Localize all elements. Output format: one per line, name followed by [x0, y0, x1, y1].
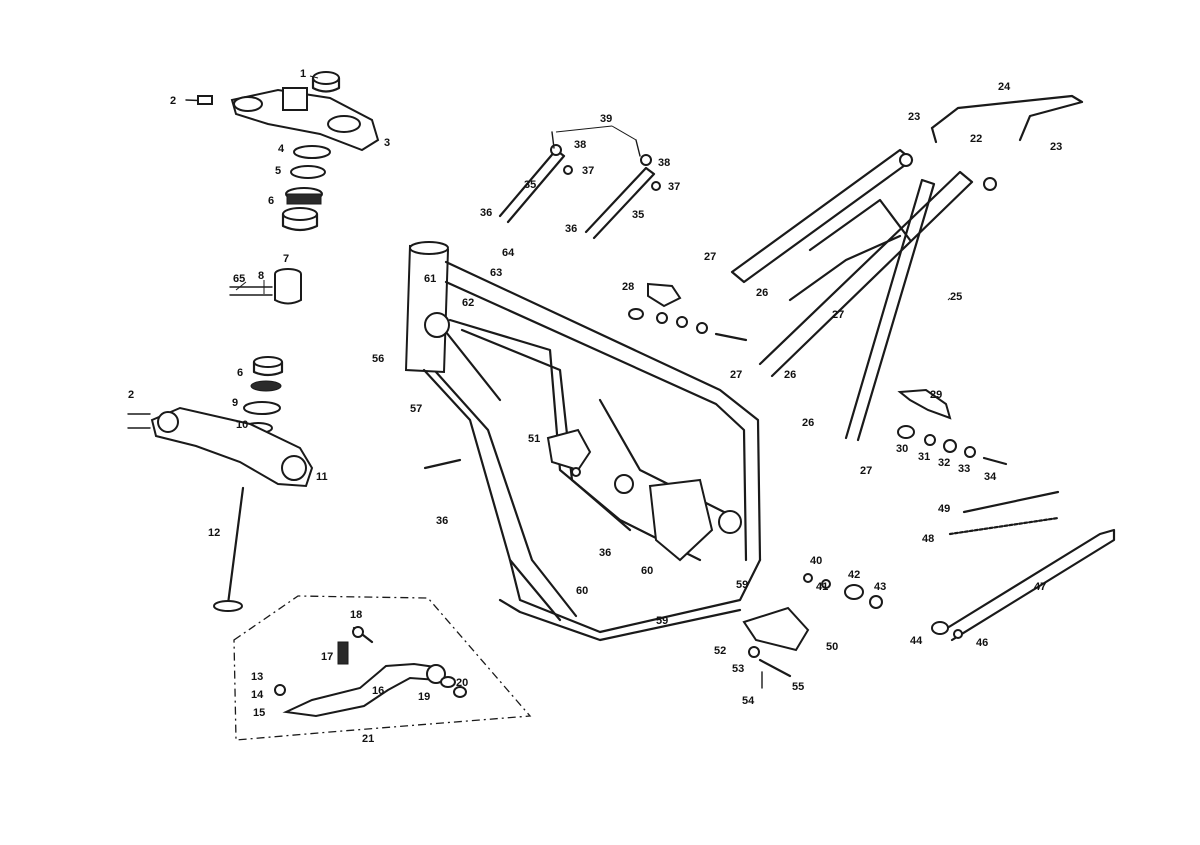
callout-22: 22: [970, 133, 982, 145]
callout-61: 61: [424, 273, 436, 285]
callout-42: 42: [848, 569, 860, 581]
callout-29: 29: [930, 389, 942, 401]
callout-65: 65: [233, 273, 245, 285]
left-footpeg: [546, 428, 592, 477]
callout-63: 63: [490, 267, 502, 279]
rear-subframe: [730, 94, 1084, 442]
callout-34: 34: [984, 471, 997, 483]
callout-36d: 36: [599, 547, 611, 559]
callout-3: 3: [384, 137, 390, 149]
callout-11: 11: [316, 471, 328, 483]
callout-27a: 27: [704, 251, 716, 263]
callout-36c: 36: [436, 515, 448, 527]
callout-53: 53: [732, 663, 744, 675]
main-frame: [404, 241, 762, 642]
callout-52: 52: [714, 645, 726, 657]
callout-2b: 2: [128, 389, 134, 401]
callout-33: 33: [958, 463, 970, 475]
callout-60b: 60: [576, 585, 588, 597]
callout-35b: 35: [632, 209, 644, 221]
callout-2: 2: [170, 95, 176, 107]
callout-50: 50: [826, 641, 838, 653]
callout-55: 55: [792, 681, 804, 693]
callout-56: 56: [372, 353, 384, 365]
callout-20: 20: [456, 677, 468, 689]
callout-27d: 27: [860, 465, 872, 477]
callout-13: 13: [251, 671, 263, 683]
callout-38a: 38: [574, 139, 586, 151]
callout-36a: 36: [480, 207, 492, 219]
callout-23a: 23: [908, 111, 920, 123]
callout-28: 28: [622, 281, 634, 293]
callout-32: 32: [938, 457, 950, 469]
callout-8: 8: [258, 270, 264, 282]
brake-pedal-bracket-29: [897, 388, 1008, 466]
callout-62: 62: [462, 297, 474, 309]
callout-26b: 26: [784, 369, 796, 381]
callout-36b: 36: [565, 223, 577, 235]
callout-46: 46: [976, 637, 988, 649]
callout-44: 44: [910, 635, 923, 647]
callout-9: 9: [232, 397, 238, 409]
callout-14: 14: [251, 689, 264, 701]
callout-59b: 59: [656, 615, 668, 627]
callout-31: 31: [918, 451, 930, 463]
kickstarter-assembly: [233, 595, 532, 741]
lower-triple-clamp: [127, 356, 314, 612]
callout-17: 17: [321, 651, 333, 663]
callout-5: 5: [275, 165, 281, 177]
steering-bearing-upper: [281, 145, 331, 232]
callout-60a: 60: [641, 565, 653, 577]
callout-26a: 26: [756, 287, 768, 299]
callout-43: 43: [874, 581, 886, 593]
callout-40: 40: [810, 555, 822, 567]
callout-48: 48: [922, 533, 934, 545]
callout-24: 24: [998, 81, 1011, 93]
callout-25: 25: [950, 291, 962, 303]
callout-23b: 23: [1050, 141, 1062, 153]
callout-49: 49: [938, 503, 950, 515]
callout-7: 7: [283, 253, 289, 265]
callout-30: 30: [896, 443, 908, 455]
leader-lines: [235, 75, 951, 301]
callout-27b: 27: [832, 309, 844, 321]
callout-10: 10: [236, 419, 248, 431]
passenger-peg-bracket: [628, 282, 748, 342]
callout-47: 47: [1034, 581, 1046, 593]
steering-stop-block: [229, 268, 302, 305]
callout-12: 12: [208, 527, 220, 539]
engine-mount-plates: [498, 131, 661, 240]
callout-64: 64: [502, 247, 515, 259]
callout-26c: 26: [802, 417, 814, 429]
side-stand: [931, 490, 1116, 642]
callout-35a: 35: [524, 179, 536, 191]
callout-37a: 37: [582, 165, 594, 177]
callout-4: 4: [278, 143, 285, 155]
callout-21: 21: [362, 733, 374, 745]
callout-6b: 6: [237, 367, 243, 379]
callout-51: 51: [528, 433, 540, 445]
callout-41: 41: [816, 581, 828, 593]
callout-37b: 37: [668, 181, 680, 193]
callout-59a: 59: [736, 579, 748, 591]
callout-labels: 1 2 3 4 5 6 7 8 65 6 9 2 10 11 12 18 17 …: [128, 68, 1062, 745]
callout-57: 57: [410, 403, 422, 415]
callout-19: 19: [418, 691, 430, 703]
callout-38b: 38: [658, 157, 670, 169]
callout-15: 15: [253, 707, 265, 719]
callout-1: 1: [300, 68, 306, 80]
right-footpeg: [742, 573, 883, 689]
callout-54: 54: [742, 695, 755, 707]
callout-16: 16: [372, 685, 384, 697]
callout-39: 39: [600, 113, 612, 125]
callout-27c: 27: [730, 369, 742, 381]
callout-18: 18: [350, 609, 362, 621]
callout-6: 6: [268, 195, 274, 207]
upper-triple-clamp: [185, 71, 380, 152]
